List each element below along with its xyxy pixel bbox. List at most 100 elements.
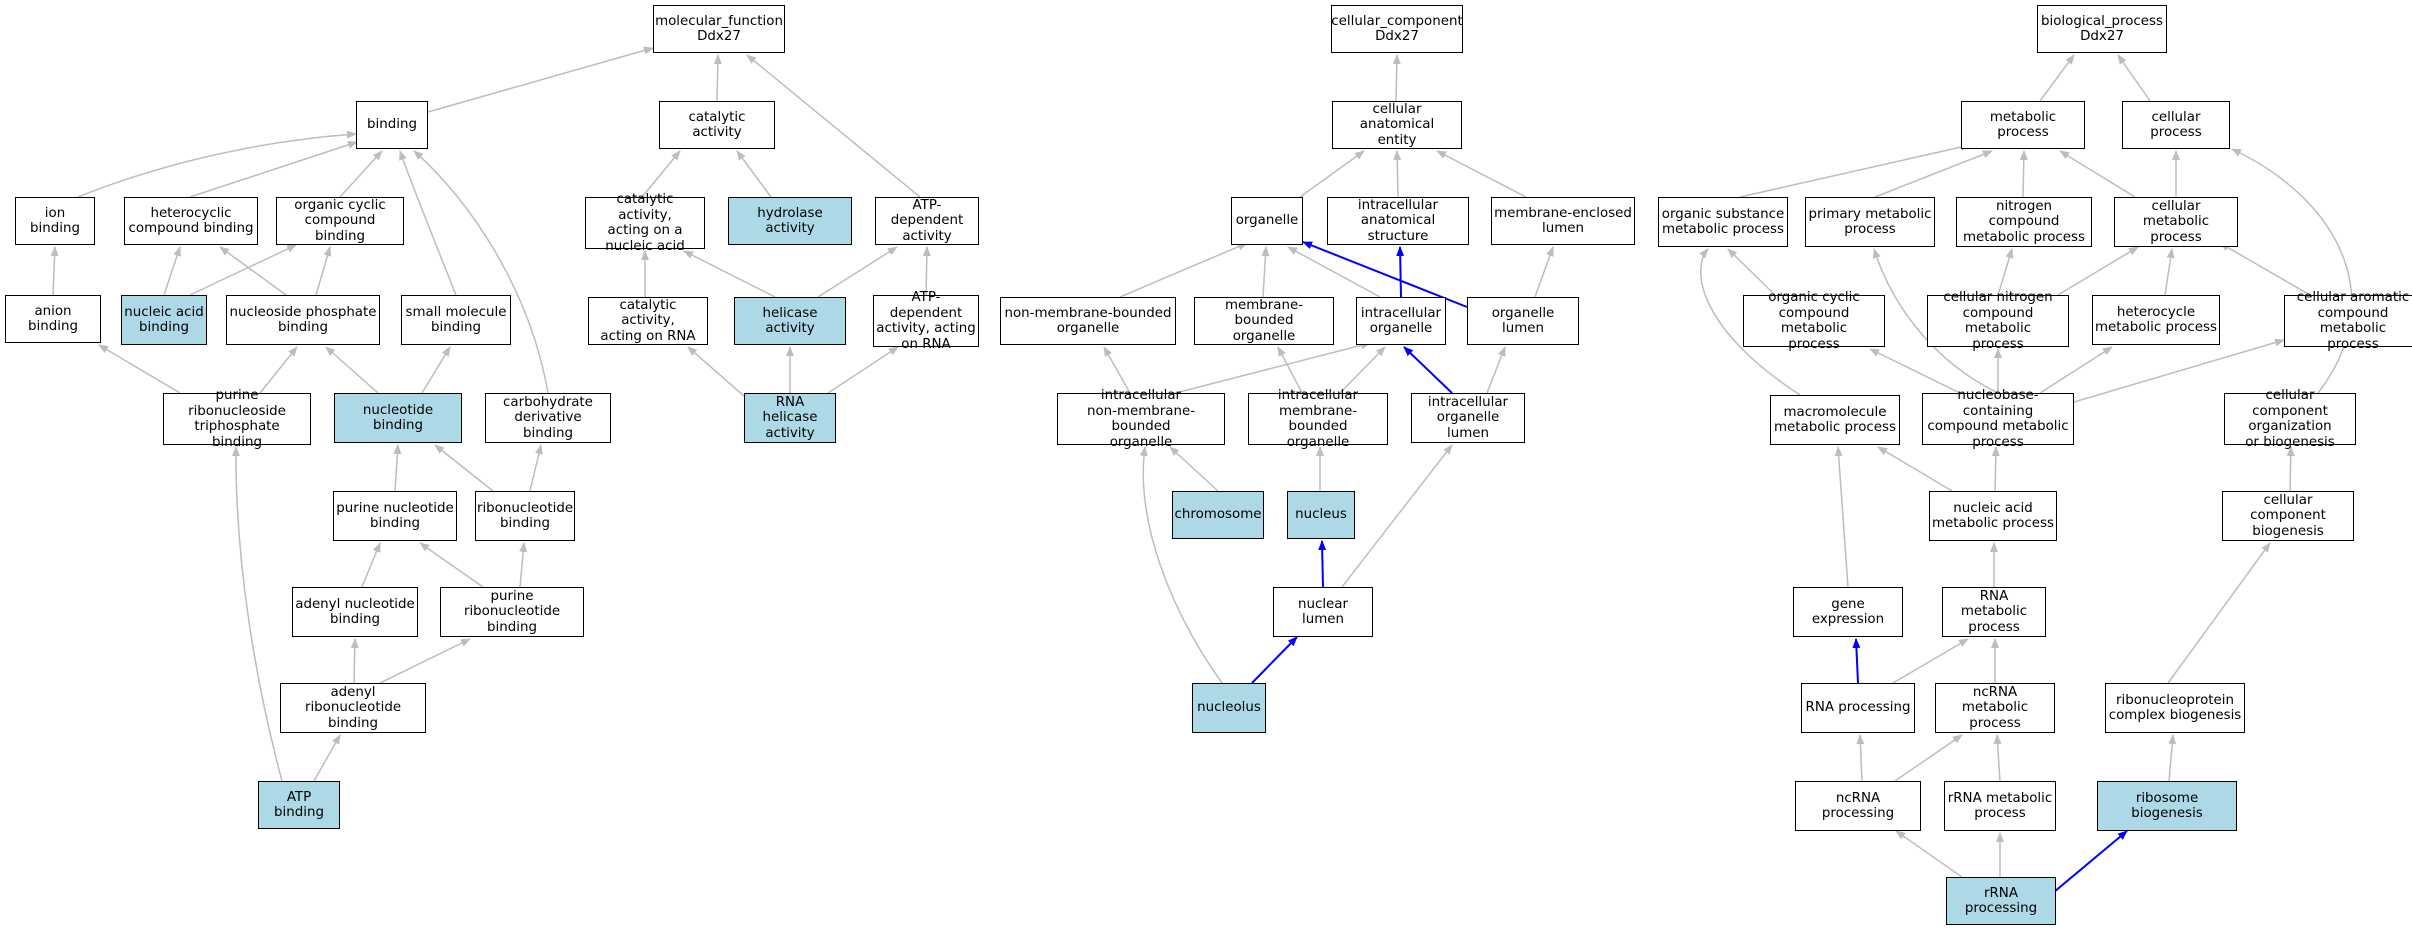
node-ribosome-biogenesis[interactable]: ribosome biogenesis <box>2097 781 2237 831</box>
node-atp-dependent-activity-rna[interactable]: ATP-dependent activity, acting on RNA <box>873 290 979 352</box>
node-ncrna-metabolic-process[interactable]: ncRNA metabolic process <box>1935 683 2055 733</box>
edge-aromatic-to-cellular-metabolic <box>2219 242 2311 296</box>
edge-heterocyclic-to-binding <box>189 141 358 198</box>
node-cc-root[interactable]: cellular_component Ddx27 <box>1331 5 1463 53</box>
node-nuclear-lumen[interactable]: nuclear lumen <box>1273 587 1373 637</box>
edge-purine-nucleotide-to-nucleotide <box>393 444 402 492</box>
node-heterocyclic-compound-binding[interactable]: heterocyclic compound binding <box>124 197 258 245</box>
edge-rna-helicase-to-cat-rna <box>687 346 745 397</box>
edge-rrna-processing-to-ncrna-processing <box>1895 830 1963 878</box>
edge-carbohydrate-to-binding <box>413 150 549 394</box>
node-intracellular-membrane-bounded-organelle[interactable]: intracellular membrane-bounded organelle <box>1248 388 1388 450</box>
edge-binding-to-mf-root <box>427 46 654 113</box>
edge-nucleic-acid-to-macromolecule <box>1877 446 1953 492</box>
node-heterocycle-metabolic-process[interactable]: heterocycle metabolic process <box>2092 295 2220 345</box>
node-intracellular-organelle[interactable]: intracellular organelle <box>1356 297 1446 345</box>
node-membrane-bounded-organelle[interactable]: membrane-bounded organelle <box>1194 297 1334 345</box>
node-nucleoside-phosphate-binding[interactable]: nucleoside phosphate binding <box>226 295 380 345</box>
node-organic-cyclic-compound-metabolic-process[interactable]: organic cyclic compound metabolic proces… <box>1743 290 1885 352</box>
node-purine-ribonucleoside-triphosphate-binding[interactable]: purine ribonucleoside triphosphate bindi… <box>163 388 311 450</box>
edge-intra-organelle-to-intra-anat <box>1396 246 1405 298</box>
node-intracellular-non-membrane-bounded-organelle[interactable]: intracellular non-membrane-bounded organ… <box>1057 388 1225 450</box>
edge-purine-ribonucleoside-to-anion <box>98 344 181 394</box>
edge-nucleotide-to-small-molecule <box>421 346 451 394</box>
node-atp-binding[interactable]: ATP binding <box>258 781 340 829</box>
node-atp-dependent-activity[interactable]: ATP-dependent activity <box>875 197 979 245</box>
node-ion-binding[interactable]: ion binding <box>15 197 95 245</box>
node-purine-ribonucleotide-binding[interactable]: purine ribonucleotide binding <box>440 587 584 637</box>
edge-nucleoside-to-organic-cyclic <box>315 246 332 296</box>
node-nucleolus[interactable]: nucleolus <box>1192 683 1266 733</box>
edge-cc-biogenesis-to-cc-org <box>2286 446 2295 492</box>
node-bp-root[interactable]: biological_process Ddx27 <box>2037 5 2167 53</box>
node-cellular-component-organization-or-biogenesis[interactable]: cellular component organization or bioge… <box>2224 388 2356 450</box>
edge-intra-non-membrane-to-intra-organelle <box>1159 341 1371 398</box>
edge-cc-org-to-cellular-process <box>2231 148 2353 394</box>
node-organic-cyclic-compound-binding[interactable]: organic cyclic compound binding <box>276 197 404 245</box>
edge-hydrolase-to-catalytic <box>736 150 772 198</box>
node-hydrolase-activity[interactable]: hydrolase activity <box>728 197 852 245</box>
edge-nucleic-acid-to-nucleobase <box>1991 446 2000 492</box>
edge-intra-organelle-to-organelle <box>1287 246 1381 298</box>
node-rna-metabolic-process[interactable]: RNA metabolic process <box>1942 587 2046 637</box>
edge-org-cyclic-to-org-substance <box>1727 248 1776 296</box>
node-ncrna-processing[interactable]: ncRNA processing <box>1795 781 1921 831</box>
node-intracellular-organelle-lumen[interactable]: intracellular organelle lumen <box>1411 393 1525 443</box>
node-organelle-lumen[interactable]: organelle lumen <box>1467 297 1579 345</box>
node-helicase-activity[interactable]: helicase activity <box>734 297 846 345</box>
node-organic-substance-metabolic-process[interactable]: organic substance metabolic process <box>1658 197 1788 247</box>
node-catalytic-activity-nucleic-acid[interactable]: catalytic activity, acting on a nucleic … <box>585 192 705 254</box>
edge-intra-lumen-to-organelle-lumen <box>1486 346 1506 394</box>
node-nucleotide-binding[interactable]: nucleotide binding <box>334 393 462 443</box>
node-nucleic-acid-binding[interactable]: nucleic acid binding <box>121 295 207 345</box>
edge-nucleoside-to-heterocyclic <box>219 246 287 296</box>
node-anion-binding[interactable]: anion binding <box>5 295 101 343</box>
node-catalytic-activity-rna[interactable]: catalytic activity, acting on RNA <box>588 297 708 345</box>
node-rna-processing[interactable]: RNA processing <box>1801 683 1915 733</box>
node-metabolic-process[interactable]: metabolic process <box>1961 101 2085 149</box>
node-organelle[interactable]: organelle <box>1231 197 1303 245</box>
edge-purine-ribonucleoside-to-nucleoside <box>259 346 298 394</box>
node-intracellular-anatomical-structure[interactable]: intracellular anatomical structure <box>1327 197 1469 245</box>
edge-intra-membrane-to-membrane <box>1277 346 1303 394</box>
edge-adenyl-ribo-to-purine-ribo <box>379 638 471 684</box>
node-nucleic-acid-metabolic-process[interactable]: nucleic acid metabolic process <box>1929 491 2057 541</box>
node-cellular-nitrogen-compound-metabolic-process[interactable]: cellular nitrogen compound metabolic pro… <box>1927 290 2069 352</box>
node-small-molecule-binding[interactable]: small molecule binding <box>401 295 511 345</box>
edge-intra-anat-to-entity <box>1393 150 1402 198</box>
node-adenyl-nucleotide-binding[interactable]: adenyl nucleotide binding <box>292 587 418 637</box>
node-carbohydrate-derivative-binding[interactable]: carbohydrate derivative binding <box>485 393 611 443</box>
edge-helicase-to-cat-nucleic <box>683 250 776 298</box>
node-cellular-aromatic-compound-metabolic-process[interactable]: cellular aromatic compound metabolic pro… <box>2284 290 2412 352</box>
node-nucleus[interactable]: nucleus <box>1287 491 1355 539</box>
node-ribonucleotide-binding[interactable]: ribonucleotide binding <box>475 491 575 541</box>
node-ribonucleoprotein-complex-biogenesis[interactable]: ribonucleoprotein complex biogenesis <box>2105 683 2245 733</box>
edge-macromolecule-to-org-substance <box>1699 248 1801 396</box>
node-primary-metabolic-process[interactable]: primary metabolic process <box>1805 197 1935 247</box>
edge-ribonucleotide-to-carbohydrate <box>529 444 543 492</box>
node-cellular-component-biogenesis[interactable]: cellular component biogenesis <box>2222 491 2354 541</box>
node-purine-nucleotide-binding[interactable]: purine nucleotide binding <box>333 491 457 541</box>
node-non-membrane-bounded-organelle[interactable]: non-membrane-bounded organelle <box>1000 297 1176 345</box>
edge-intra-lumen-to-intra-organelle <box>1403 346 1453 394</box>
node-rna-helicase-activity[interactable]: RNA helicase activity <box>744 393 836 443</box>
node-mf-root[interactable]: molecular_function Ddx27 <box>653 5 785 53</box>
edge-ion-binding-to-binding <box>77 130 357 198</box>
node-nitrogen-compound-metabolic-process[interactable]: nitrogen compound metabolic process <box>1956 197 2092 247</box>
node-rrna-metabolic-process[interactable]: rRNA metabolic process <box>1944 781 2056 831</box>
node-macromolecule-metabolic-process[interactable]: macromolecule metabolic process <box>1770 395 1900 445</box>
edge-ribosome-biogenesis-to-rnp-biogenesis <box>2168 734 2177 782</box>
node-adenyl-ribonucleotide-binding[interactable]: adenyl ribonucleotide binding <box>280 683 426 733</box>
node-nucleobase-containing-compound-metabolic-process[interactable]: nucleobase-containing compound metabolic… <box>1922 388 2074 450</box>
node-gene-expression[interactable]: gene expression <box>1793 587 1903 637</box>
node-cellular-process[interactable]: cellular process <box>2122 101 2230 149</box>
node-rrna-processing[interactable]: rRNA processing <box>1946 877 2056 925</box>
node-cellular-metabolic-process[interactable]: cellular metabolic process <box>2114 197 2238 247</box>
node-binding[interactable]: binding <box>356 101 428 149</box>
edge-rrna-processing-to-ribosome-biogenesis <box>2053 830 2128 893</box>
node-cellular-anatomical-entity[interactable]: cellular anatomical entity <box>1332 101 1462 149</box>
node-chromosome[interactable]: chromosome <box>1172 491 1264 539</box>
edge-small-molecule-to-binding <box>399 150 457 296</box>
node-membrane-enclosed-lumen[interactable]: membrane-enclosed lumen <box>1491 197 1635 245</box>
node-catalytic-activity[interactable]: catalytic activity <box>659 101 775 149</box>
